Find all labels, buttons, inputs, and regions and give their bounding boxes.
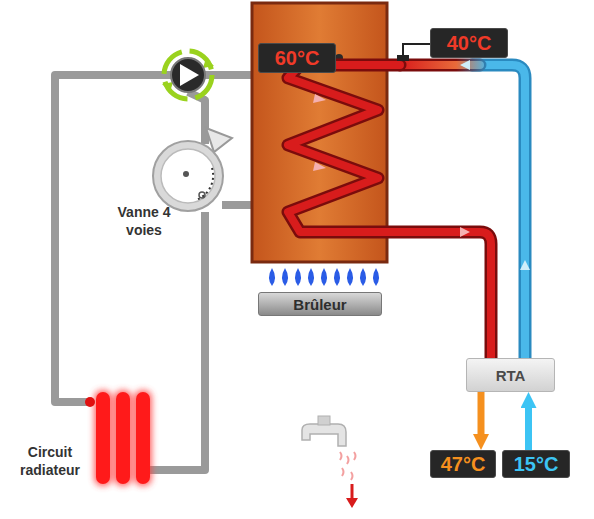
flow-arrow — [313, 60, 530, 270]
burner-box: Brûleur — [258, 292, 382, 316]
mixing-valve-box: RTA — [466, 358, 555, 392]
circuit-label: Circuit radiateur — [4, 444, 96, 479]
heating-pipe — [55, 75, 252, 470]
pipe-sensor — [397, 44, 430, 61]
faucet — [302, 416, 358, 508]
burner-flames — [269, 268, 379, 286]
temperature-display: 40°C — [430, 28, 508, 58]
node-text: RTA — [496, 367, 526, 384]
node-text: 60°C — [275, 47, 320, 70]
circulator-pump — [162, 51, 214, 99]
temperature-display: 15°C — [502, 450, 570, 478]
node-text: 40°C — [447, 32, 492, 55]
valve-label: Vanne 4 voies — [98, 204, 190, 239]
radiator — [85, 390, 152, 486]
temperature-display: 47°C — [430, 450, 496, 478]
flow-arrow — [478, 392, 485, 434]
node-text: Brûleur — [293, 296, 346, 313]
four-way-valve — [153, 128, 232, 211]
node-text: 47°C — [441, 453, 486, 476]
temperature-display: 60°C — [258, 43, 336, 73]
node-text: 15°C — [514, 453, 559, 476]
flow-arrow — [525, 408, 532, 450]
